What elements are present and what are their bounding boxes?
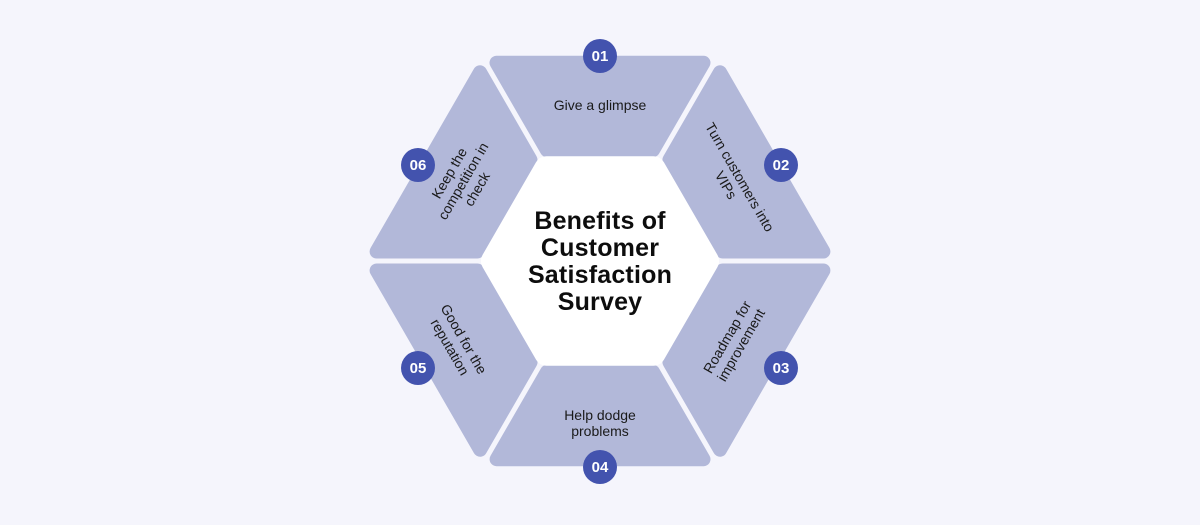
badge-03: 03 xyxy=(764,351,798,385)
badge-05: 05 xyxy=(401,351,435,385)
segment-shape-05 xyxy=(489,55,711,158)
hexagon-segments xyxy=(369,55,831,467)
segment-shape-01 xyxy=(662,263,831,457)
segment-shape-03 xyxy=(369,263,538,457)
segment-label-04: Help dodge problems xyxy=(564,407,636,439)
center-hexagon xyxy=(480,156,720,366)
badge-06: 06 xyxy=(401,148,435,182)
badge-01: 01 xyxy=(583,39,617,73)
diagram-title: Benefits of Customer Satisfaction Survey xyxy=(527,207,673,316)
badge-02: 02 xyxy=(764,148,798,182)
segment-label-01: Give a glimpse xyxy=(553,97,647,113)
segment-shape-02 xyxy=(489,364,711,467)
segment-shape-04 xyxy=(369,65,538,259)
badge-04: 04 xyxy=(583,450,617,484)
segment-shape-06 xyxy=(662,65,831,259)
